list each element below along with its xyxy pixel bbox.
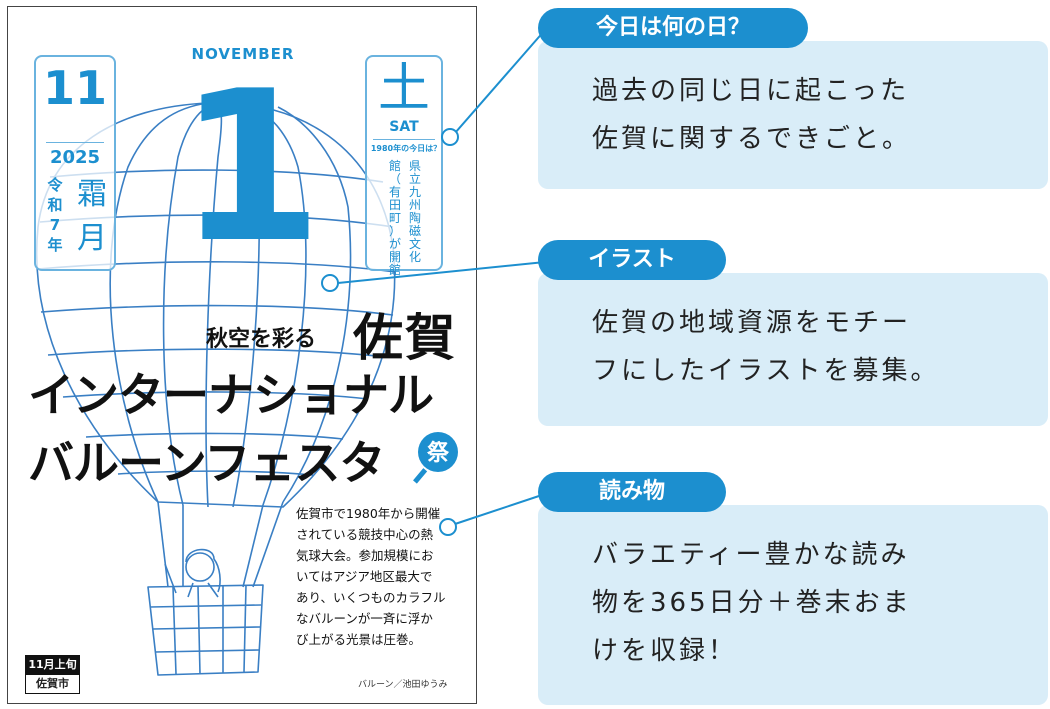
section-line: 佐賀の地域資源をモチー bbox=[592, 308, 912, 338]
note-char: 文 bbox=[408, 237, 421, 251]
description-line: されている競技中心の熱 bbox=[296, 527, 434, 542]
divider bbox=[373, 139, 435, 140]
section-line: フにしたイラストを募集。 bbox=[592, 356, 940, 386]
title-saga: 佐賀 bbox=[353, 309, 457, 367]
description-line: 気球大会。参加規模にお bbox=[296, 548, 434, 563]
era-char: 7 bbox=[49, 216, 61, 234]
description-line: なバルーンが一斉に浮か bbox=[296, 611, 433, 626]
traditional-month: 霜 月 bbox=[74, 173, 110, 261]
note-char: 県 bbox=[408, 159, 421, 173]
era-char: 和 bbox=[47, 196, 63, 214]
section-box: バラエティー豊かな読み 物を365日分＋巻末おま けを収録！ bbox=[538, 505, 1048, 705]
day-number: 1 bbox=[178, 47, 323, 289]
section-heading: イラスト bbox=[538, 240, 726, 280]
title-lead: 秋空を彩る bbox=[206, 327, 317, 352]
this-day-label: 1980年の今日は？ bbox=[370, 144, 442, 153]
era-char: 令 bbox=[47, 176, 63, 194]
section-box: 過去の同じ日に起こった 佐賀に関するできごと。 bbox=[538, 41, 1048, 189]
era-year: 令 和 7 年 bbox=[44, 175, 66, 255]
section-text: 佐賀の地域資源をモチー フにしたイラストを募集。 bbox=[592, 299, 939, 395]
description-line: あり、いくつものカラフル bbox=[296, 590, 446, 605]
note-char: が bbox=[388, 237, 401, 251]
weekday-box: 土 SAT 1980年の今日は？ 県立九州陶磁文化 館（有田町）が開館 bbox=[365, 55, 443, 277]
divider bbox=[46, 142, 104, 143]
section-line: 物を365日分＋巻末おま bbox=[592, 588, 912, 618]
note-char: 館 bbox=[388, 159, 401, 173]
description-line: いてはアジア地区最大で bbox=[296, 569, 433, 584]
festival-fan-icon: 祭 bbox=[413, 432, 458, 484]
description-line: び上がる光景は圧巻。 bbox=[296, 632, 422, 647]
description: 佐賀市で1980年から開催 されている競技中心の熱 気球大会。参加規模にお いて… bbox=[296, 503, 471, 650]
title-line-2: インターナショナル bbox=[28, 368, 434, 422]
calendar-page: NOVEMBER 1 11 2025 令 和 7 年 霜 月 土 SAT 198… bbox=[7, 6, 477, 704]
note-char: 磁 bbox=[408, 224, 421, 238]
note-char: 陶 bbox=[408, 211, 421, 225]
month-number: 11 bbox=[42, 61, 107, 115]
note-char: 九 bbox=[408, 185, 421, 199]
section-line: バラエティー豊かな読み bbox=[592, 540, 910, 570]
trad-month-char: 霜 bbox=[77, 177, 107, 212]
era-char: 年 bbox=[47, 236, 63, 254]
weekday-english: SAT bbox=[389, 119, 419, 135]
note-char: 州 bbox=[408, 198, 421, 212]
year: 2025 bbox=[49, 147, 101, 168]
note-char: 立 bbox=[408, 172, 421, 186]
section-heading: 今日は何の日？ bbox=[538, 8, 808, 48]
this-day-note-col1: 県立九州陶磁文化 bbox=[407, 160, 423, 264]
description-line: 佐賀市で1980年から開催 bbox=[296, 506, 441, 521]
note-char: （ bbox=[388, 172, 401, 186]
section-line: けを収録！ bbox=[592, 636, 738, 666]
note-char: 開 bbox=[388, 250, 401, 264]
date-box: 11 2025 令 和 7 年 霜 月 bbox=[34, 55, 116, 271]
section-text: バラエティー豊かな読み 物を365日分＋巻末おま けを収録！ bbox=[592, 531, 912, 675]
note-char: 町 bbox=[388, 211, 401, 225]
place-tag: 佐賀市 bbox=[25, 674, 80, 694]
section-line: 過去の同じ日に起こった bbox=[592, 76, 910, 106]
note-char: ） bbox=[388, 224, 401, 238]
period-tag: 11月上旬 bbox=[25, 655, 80, 674]
month-english: NOVEMBER bbox=[191, 45, 295, 63]
fan-label: 祭 bbox=[426, 440, 450, 466]
section-heading: 読み物 bbox=[538, 472, 726, 512]
illustration-credit: バルーン／池田ゆうみ bbox=[358, 680, 448, 690]
trad-month-char: 月 bbox=[77, 221, 107, 256]
title-line-3: バルーンフェスタ bbox=[28, 436, 385, 490]
note-char: 有 bbox=[388, 185, 401, 199]
note-char: 田 bbox=[388, 198, 401, 212]
weekday-kanji: 土 bbox=[377, 59, 430, 119]
note-char: 館 bbox=[388, 263, 401, 277]
section-line: 佐賀に関するできごと。 bbox=[592, 124, 912, 154]
note-char: 化 bbox=[408, 250, 421, 264]
this-day-note-col2: 館（有田町）が開館 bbox=[387, 160, 403, 277]
section-text: 過去の同じ日に起こった 佐賀に関するできごと。 bbox=[592, 67, 911, 163]
section-box: 佐賀の地域資源をモチー フにしたイラストを募集。 bbox=[538, 273, 1048, 426]
